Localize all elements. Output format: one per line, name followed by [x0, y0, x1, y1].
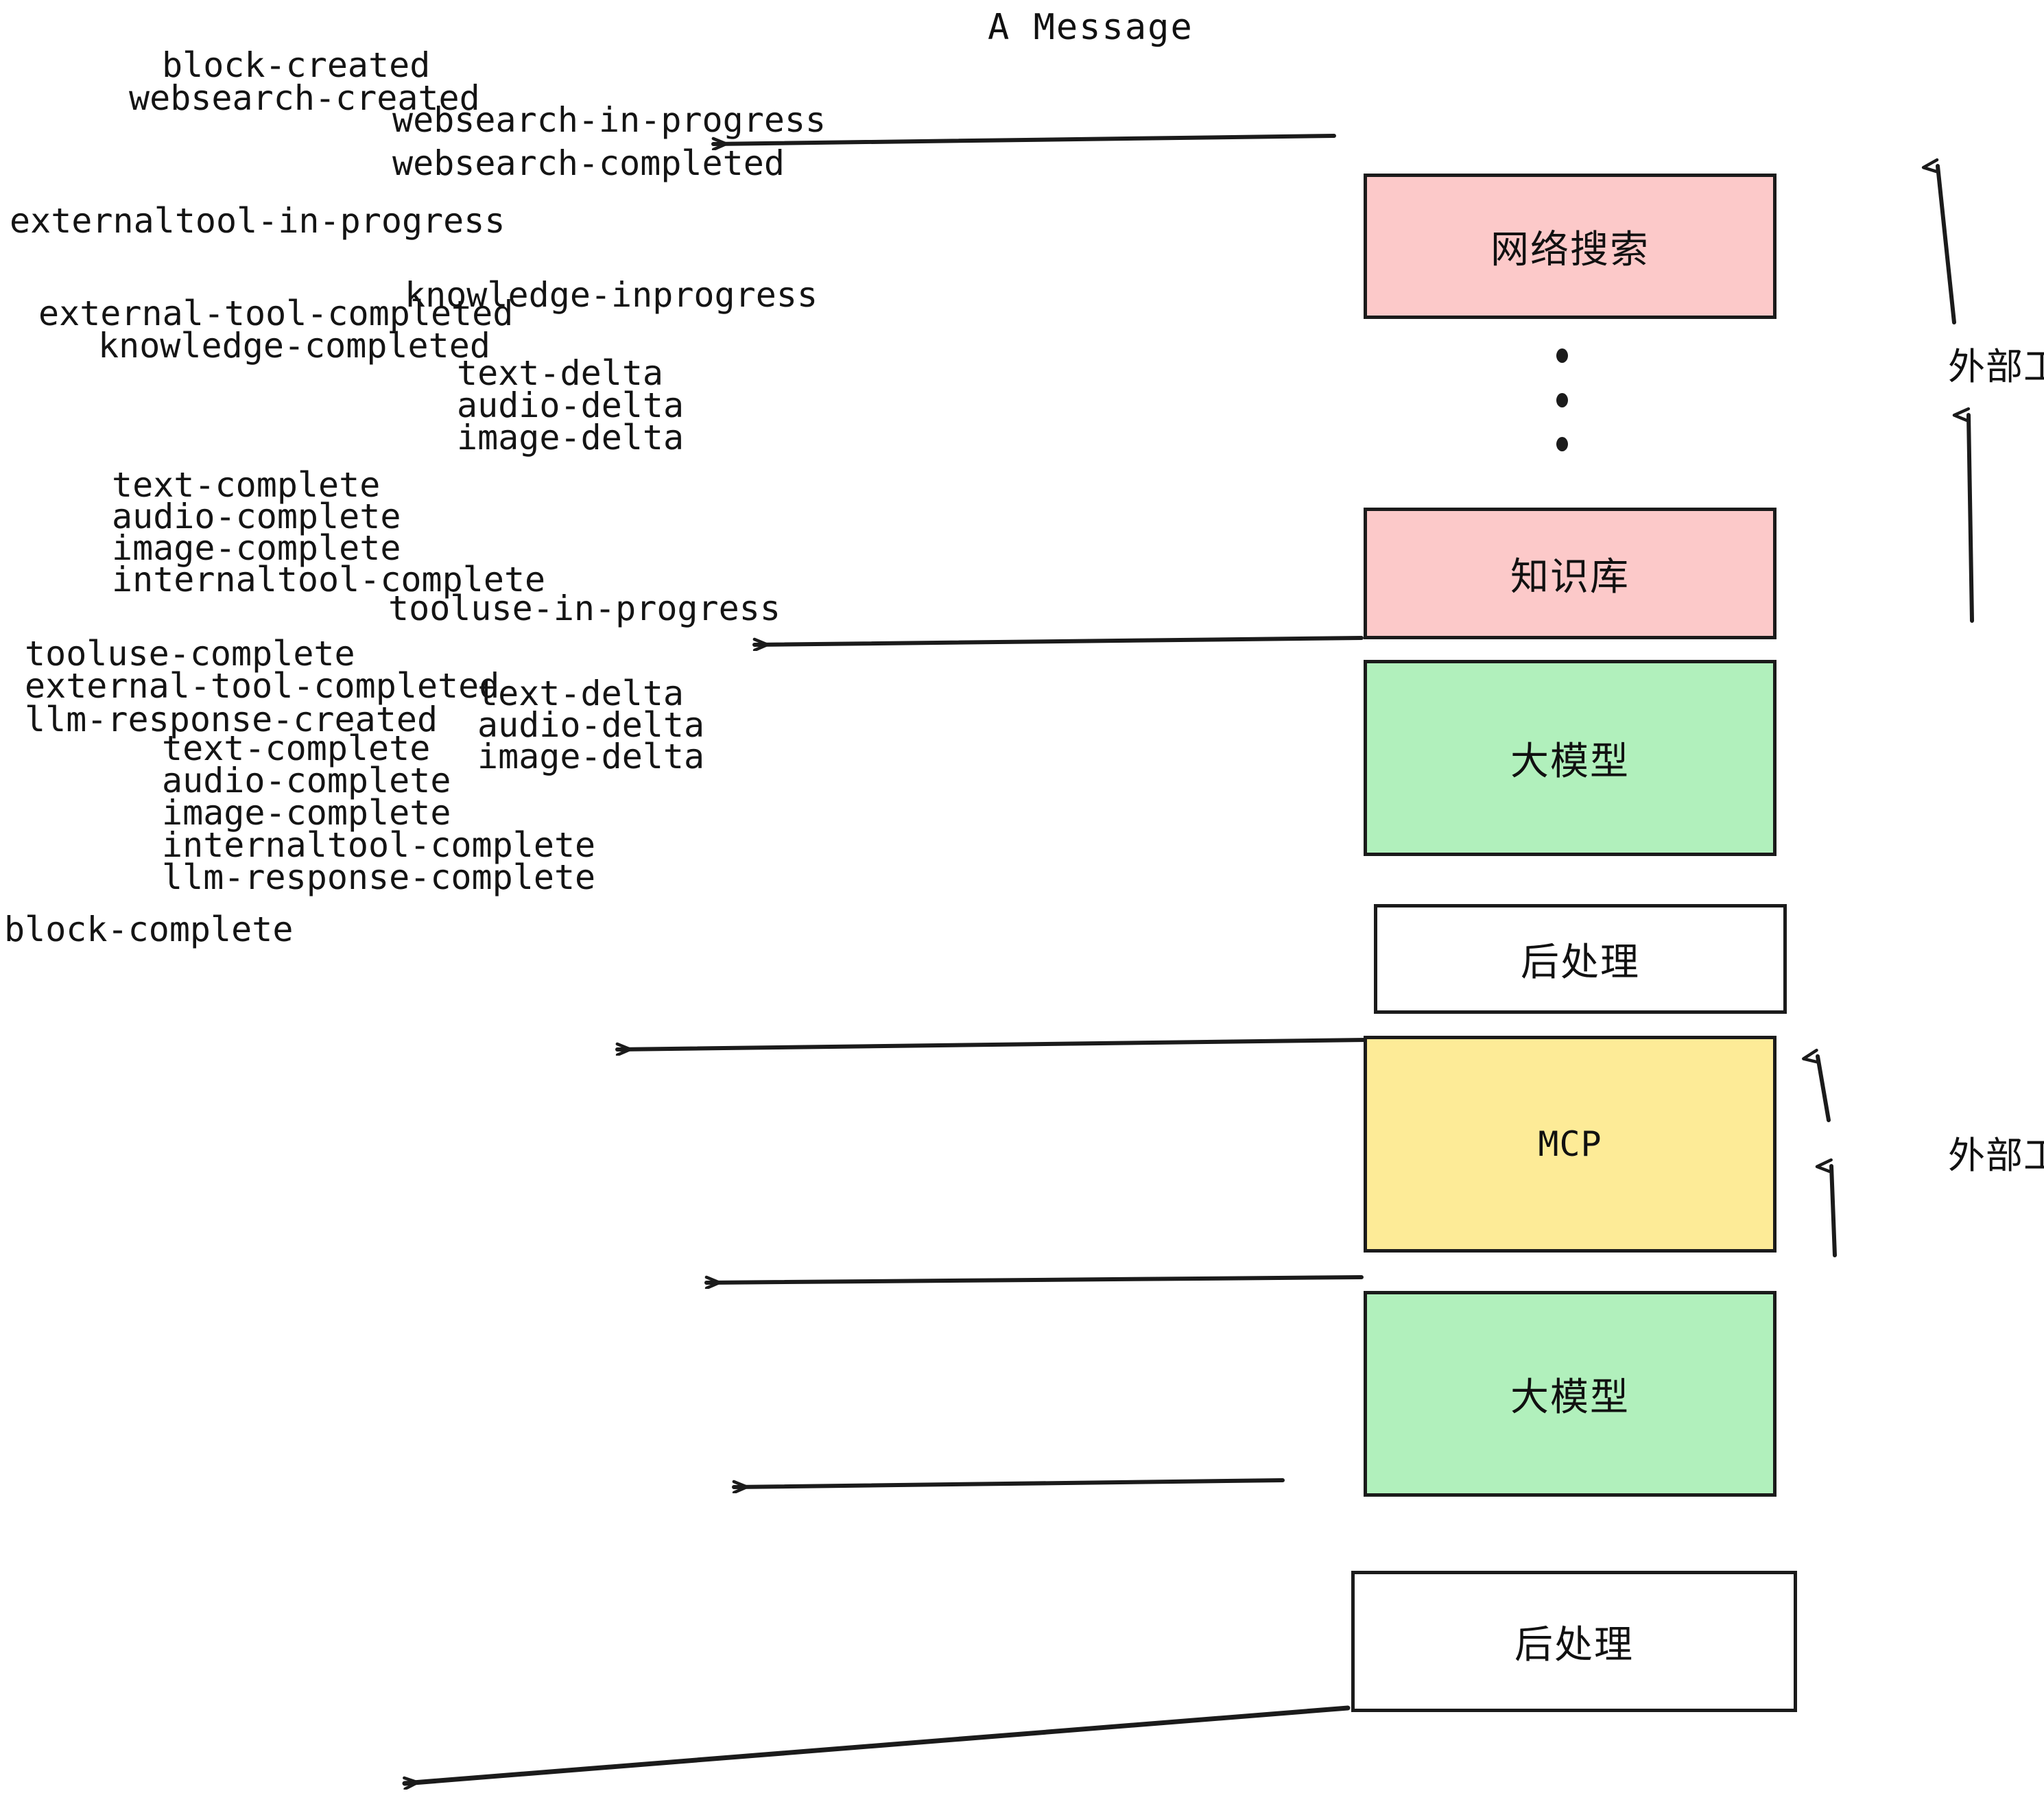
event-label-tooluse-complete: tooluse-complete: [25, 634, 355, 674]
event-label-text-complete-2: text-complete: [162, 728, 431, 768]
vertical-ellipsis: [1556, 348, 1568, 451]
event-label-text-delta-1: text-delta: [457, 353, 664, 393]
box-mcp[interactable]: MCP: [1364, 1036, 1776, 1253]
box-llm-1[interactable]: 大模型: [1364, 660, 1776, 856]
arrow-external-tools-bottom-up: [1818, 1056, 1831, 1122]
ellipsis-dot: [1556, 348, 1568, 363]
arrow-external-tools-bottom-down: [1831, 1166, 1837, 1257]
box-llm-2[interactable]: 大模型: [1364, 1291, 1776, 1497]
event-label-audio-delta-2: audio-delta: [477, 705, 705, 745]
event-label-image-complete-1: image-complete: [112, 528, 401, 568]
event-label-tooluse-in-progress: tooluse-in-progress: [388, 589, 781, 628]
event-label-image-delta-1: image-delta: [457, 418, 685, 458]
event-label-image-delta-2: image-delta: [477, 737, 705, 776]
event-label-llm-response-created: llm-response-created: [25, 700, 438, 739]
event-label-audio-complete-1: audio-complete: [112, 497, 401, 536]
arrow-knowledge-completed: [752, 636, 1364, 645]
event-label-llm-response-complete: llm-response-complete: [162, 857, 596, 897]
event-label-knowledge-inprogress: knowledge-inprogress: [405, 275, 818, 315]
side-label-external-tools-bottom: 外部工具: [1948, 1134, 2044, 1177]
event-label-internaltool-complete-1: internaltool-complete: [112, 560, 546, 600]
event-label-external-tool-completed-2: external-tool-completed: [25, 666, 500, 706]
event-label-websearch-completed: websearch-completed: [392, 143, 785, 183]
arrow-external-tools-top-up: [1938, 166, 1956, 324]
side-label-external-tools-top: 外部工具: [1948, 345, 2044, 388]
event-label-block-created: block-created: [162, 45, 431, 85]
page-title: A Message: [988, 7, 1193, 48]
box-postprocess-2[interactable]: 后处理: [1351, 1571, 1797, 1712]
event-label-block-complete: block-complete: [4, 910, 294, 949]
ellipsis-dot: [1556, 392, 1568, 407]
ellipsis-dot: [1556, 437, 1568, 451]
event-label-text-delta-2: text-delta: [477, 674, 685, 713]
arrow-audio-complete: [732, 1478, 1285, 1487]
event-label-external-tool-completed-1: external-tool-completed: [38, 294, 514, 333]
event-label-audio-delta-1: audio-delta: [457, 385, 685, 425]
arrow-image-complete: [615, 1038, 1367, 1049]
event-label-image-complete-2: image-complete: [162, 793, 451, 833]
event-label-knowledge-completed: knowledge-completed: [98, 326, 490, 366]
event-label-text-complete-1: text-complete: [112, 465, 381, 505]
box-postprocess-1[interactable]: 后处理: [1374, 904, 1787, 1014]
event-label-externaltool-in-progress: externaltool-in-progress: [10, 201, 506, 241]
box-websearch[interactable]: 网络搜索: [1364, 174, 1776, 319]
arrow-block-complete: [402, 1705, 1351, 1783]
arrow-tooluse-complete: [704, 1275, 1364, 1283]
event-label-websearch-in-progress: websearch-in-progress: [392, 100, 827, 140]
event-label-websearch-created: websearch-created: [129, 78, 480, 118]
event-label-audio-complete-2: audio-complete: [162, 761, 451, 800]
arrow-external-tools-top-down: [1969, 415, 1974, 623]
event-label-internaltool-complete-2: internaltool-complete: [162, 825, 596, 865]
box-knowledge[interactable]: 知识库: [1364, 508, 1776, 639]
